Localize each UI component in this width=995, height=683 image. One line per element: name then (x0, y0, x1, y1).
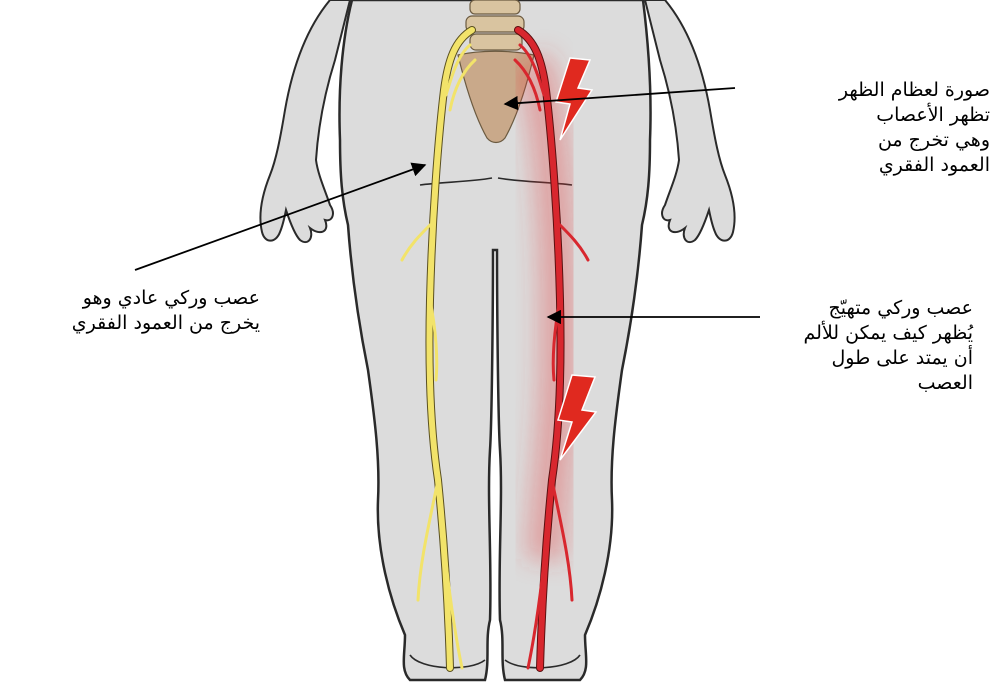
label-line: يُظهر كيف يمكن للألم (755, 321, 973, 346)
right-arm (645, 0, 735, 242)
label-line: أن يمتد على طول (755, 346, 973, 371)
label-line: العمود الفقري (770, 153, 990, 178)
label-line: عصب وركي متهيّج (755, 296, 973, 321)
label-line: تظهر الأعصاب (770, 103, 990, 128)
label-irritated-nerve: عصب وركي متهيّج يُظهر كيف يمكن للألم أن … (755, 296, 973, 396)
label-line: وهي تخرج من (770, 128, 990, 153)
label-spine-bones: صورة لعظام الظهر تظهر الأعصاب وهي تخرج م… (770, 78, 990, 178)
label-line: العصب (755, 371, 973, 396)
label-line: صورة لعظام الظهر (770, 78, 990, 103)
label-line: يخرج من العمود الفقري (20, 311, 260, 336)
left-arm (260, 0, 350, 242)
label-line: عصب وركي عادي وهو (20, 286, 260, 311)
label-normal-nerve: عصب وركي عادي وهو يخرج من العمود الفقري (20, 286, 260, 336)
